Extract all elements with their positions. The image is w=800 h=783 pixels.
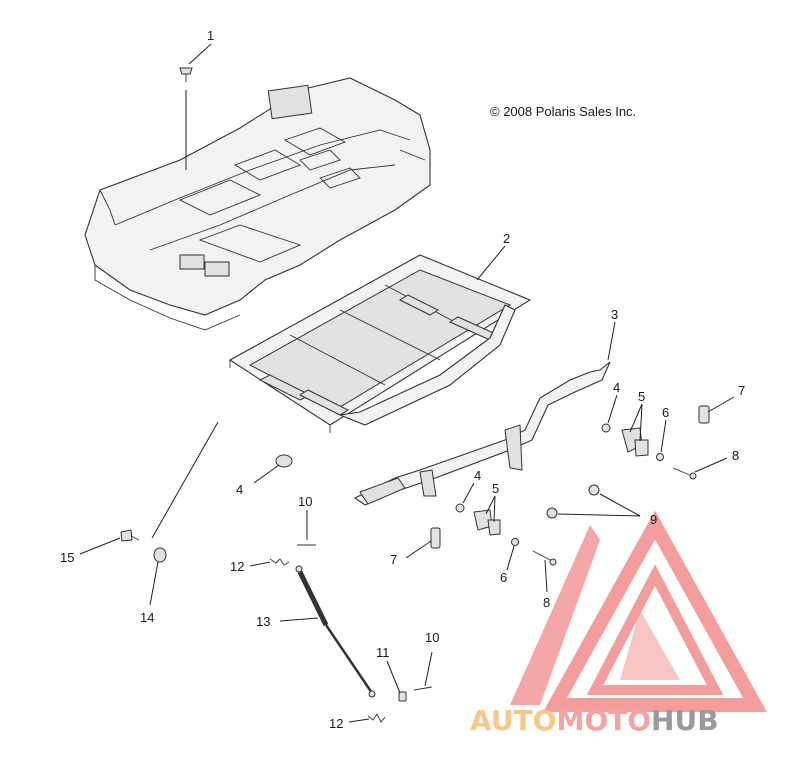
callout-8-mid: 8	[543, 595, 550, 610]
leader-line-12-lower	[348, 718, 370, 723]
latch-part-5-mid	[473, 509, 501, 536]
watermark-text-auto: AUTO	[470, 704, 556, 737]
leader-line-7-mid	[405, 540, 432, 559]
watermark-text-hub: HUB	[651, 704, 719, 737]
seat-base-part	[84, 77, 431, 331]
bolt-part-15	[120, 529, 140, 542]
leader-line-5-mid-a	[485, 495, 496, 515]
leader-line-1-label	[188, 43, 212, 65]
watermark-logo	[510, 510, 767, 712]
leader-line-9-a	[599, 493, 641, 517]
callout-8-upper: 8	[732, 448, 739, 463]
leader-line-15-14	[151, 421, 219, 539]
bolt-part-8-upper	[672, 467, 697, 480]
callout-6-upper: 6	[662, 405, 669, 420]
callout-4-left: 4	[236, 482, 243, 497]
callout-1: 1	[207, 28, 214, 43]
leader-line-4-left	[253, 464, 280, 484]
callout-3: 3	[611, 307, 618, 322]
callout-2: 2	[503, 231, 510, 246]
grommet-part-14	[153, 547, 167, 563]
leader-line-4-mid	[462, 482, 475, 504]
pin-part-10-lower	[413, 686, 433, 691]
gas-strut-part-13	[295, 565, 376, 698]
leader-line-6-mid	[506, 545, 515, 571]
spring-part-7-mid	[430, 527, 441, 549]
leader-line-4-upper	[607, 394, 618, 424]
latch-rod-part	[353, 361, 611, 506]
callout-4-mid: 4	[474, 468, 481, 483]
washer-part-6-upper	[656, 453, 664, 461]
leader-line-5-mid-b	[493, 495, 496, 523]
leader-line-15	[79, 537, 121, 555]
leader-line-14	[149, 561, 159, 606]
push-rivet-part-1	[179, 67, 193, 82]
clip-part-12-lower	[367, 713, 386, 723]
leader-line-12-upper	[249, 561, 271, 567]
seat-frame-part	[228, 254, 532, 433]
latch-part-5-upper	[621, 427, 649, 457]
nut-part-4-left	[275, 454, 293, 468]
leader-line-7-upper	[707, 396, 735, 413]
copyright-notice: © 2008 Polaris Sales Inc.	[490, 104, 636, 119]
spring-part-7-upper	[698, 405, 710, 424]
leader-line-5-upper-a	[629, 403, 643, 433]
nut-part-9	[546, 484, 600, 519]
callout-15: 15	[60, 550, 74, 565]
callout-12-upper: 12	[230, 559, 244, 574]
callout-7-upper: 7	[738, 383, 745, 398]
callout-5-upper: 5	[638, 389, 645, 404]
clip-part-12-upper	[269, 558, 290, 566]
bushing-part-11	[398, 691, 407, 702]
callout-7-mid: 7	[390, 552, 397, 567]
callout-12-lower: 12	[329, 716, 343, 731]
watermark-text: AUTOMOTOHUB	[470, 704, 719, 737]
callout-13: 13	[256, 614, 270, 629]
bolt-part-8-mid	[532, 550, 557, 566]
callout-4-upper: 4	[613, 380, 620, 395]
nut-part-4-mid	[455, 503, 465, 513]
leader-line-11	[386, 660, 401, 694]
watermark-text-moto: MOTO	[556, 704, 651, 737]
callout-5-mid: 5	[492, 481, 499, 496]
washer-part-6-mid	[511, 538, 519, 546]
callout-6-mid: 6	[500, 570, 507, 585]
callout-11: 11	[376, 645, 390, 660]
leader-line-9-b	[557, 513, 641, 517]
leader-line-8-mid	[544, 559, 548, 593]
leader-line-8-upper	[694, 457, 728, 473]
callout-10-lower: 10	[425, 630, 439, 645]
leader-line-13	[279, 617, 319, 622]
leader-line-2	[476, 245, 506, 281]
callout-10-upper: 10	[298, 494, 312, 509]
leader-line-3	[607, 321, 616, 361]
leader-line-10-lower	[424, 651, 433, 687]
callout-14: 14	[140, 610, 154, 625]
leader-line-5-upper-b	[639, 403, 643, 442]
callout-9: 9	[650, 512, 657, 527]
nut-part-4-upper	[601, 423, 611, 433]
leader-line-6-upper	[660, 419, 667, 453]
